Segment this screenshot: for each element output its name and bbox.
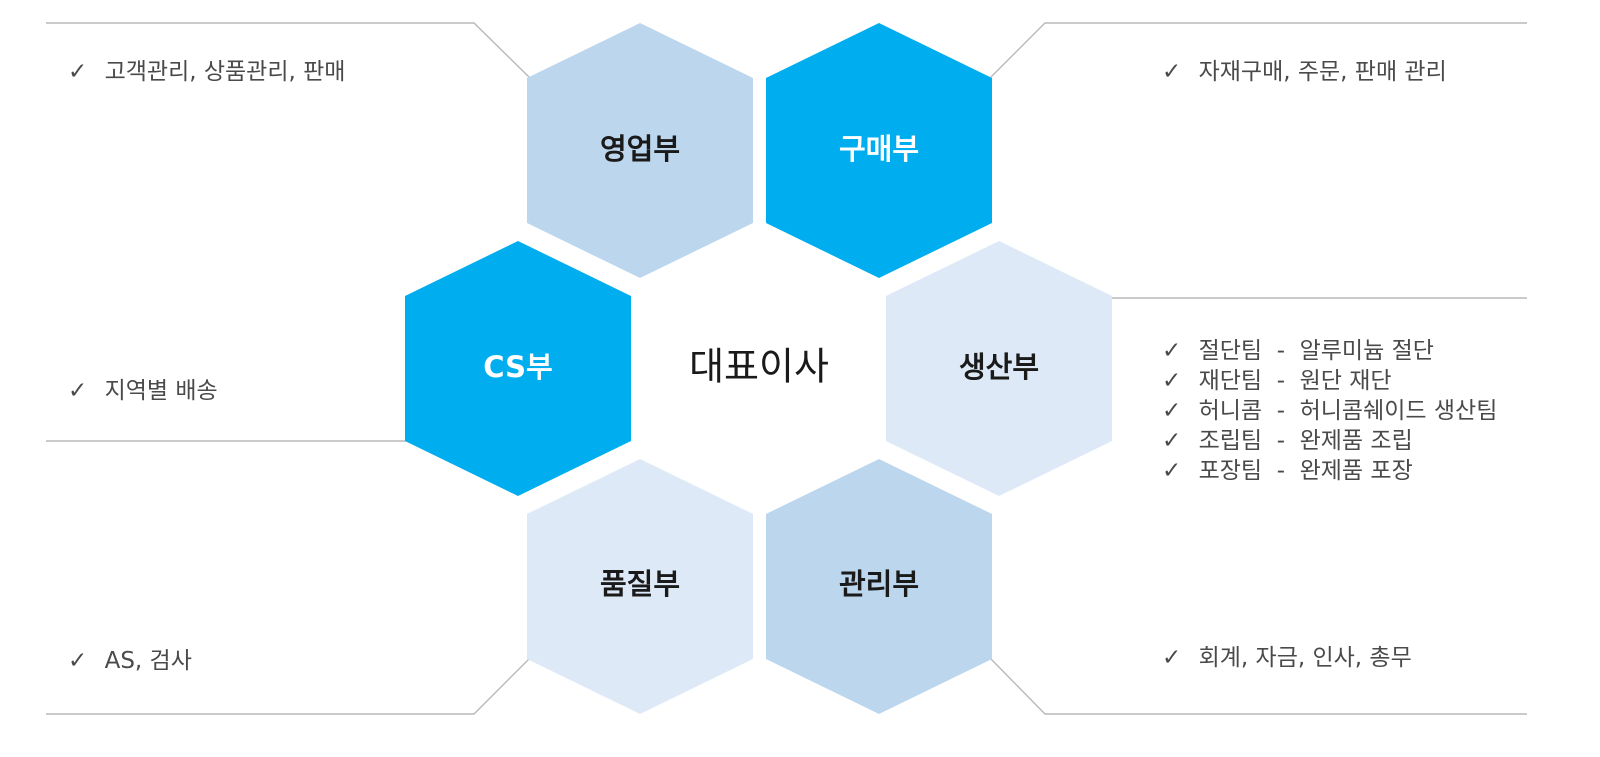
hexagon-management: 관리부 [766,459,992,714]
desc-item: ✓ 절단팀 - 알루미늄 절단 [1162,338,1434,364]
check-icon: ✓ [68,59,87,85]
check-icon: ✓ [68,378,87,404]
connector-purchasing [989,22,1527,79]
description-cs: ✓ 지역별 배송 [68,378,218,404]
check-icon: ✓ [68,648,87,674]
desc-item: ✓ 포장팀 - 완제품 포장 [1162,458,1413,484]
hexagon-shape [766,23,992,278]
check-icon: ✓ [1162,338,1181,364]
hexagon-shape [527,23,753,278]
check-icon: ✓ [1162,645,1181,671]
desc-item: ✓ AS, 검사 [68,648,192,674]
description-purchasing: ✓ 자재구매, 주문, 판매 관리 [1162,59,1447,85]
hexagon-sales: 영업부 [527,23,753,278]
hexagon-cs: CS부 [405,241,631,496]
desc-item: ✓ 재단팀 - 원단 재단 [1162,368,1392,394]
dept-label-cs: CS부 [483,350,552,384]
connector-quality [46,657,531,715]
hexagon-production: 생산부 [886,241,1112,496]
description-sales: ✓ 고객관리, 상품관리, 판매 [68,59,345,85]
check-icon: ✓ [1162,398,1181,424]
hexagon-shape [527,459,753,714]
desc-item: ✓ 자재구매, 주문, 판매 관리 [1162,59,1447,85]
desc-item: ✓ 회계, 자금, 인사, 총무 [1162,645,1412,671]
dept-label-production: 생산부 [959,350,1039,384]
desc-item: ✓ 조립팀 - 완제품 조립 [1162,428,1413,454]
description-production: ✓ 절단팀 - 알루미늄 절단 ✓ 재단팀 - 원단 재단 ✓ 허니콤 - 허니… [1162,338,1497,484]
dept-label-purchasing: 구매부 [839,132,919,166]
description-management: ✓ 회계, 자금, 인사, 총무 [1162,645,1412,671]
description-quality: ✓ AS, 검사 [68,648,192,674]
check-icon: ✓ [1162,59,1181,85]
hexagon-shape [405,241,631,496]
hexagon-shape [766,459,992,714]
dept-label-sales: 영업부 [600,132,680,166]
dept-label-management: 관리부 [839,567,919,601]
desc-item: ✓ 허니콤 - 허니콤쉐이드 생산팀 [1162,398,1497,424]
connector-management [989,657,1527,715]
hexagon-quality: 품질부 [527,459,753,714]
connector-sales [46,22,531,79]
check-icon: ✓ [1162,368,1181,394]
ceo-label: 대표이사 [689,345,829,389]
check-icon: ✓ [1162,428,1181,454]
desc-item: ✓ 고객관리, 상품관리, 판매 [68,59,345,85]
dept-label-quality: 품질부 [600,567,680,601]
connector-lines [46,22,1527,715]
check-icon: ✓ [1162,458,1181,484]
hexagon-purchasing: 구매부 [766,23,992,278]
hexagon-shape [886,241,1112,496]
desc-item: ✓ 지역별 배송 [68,378,218,404]
